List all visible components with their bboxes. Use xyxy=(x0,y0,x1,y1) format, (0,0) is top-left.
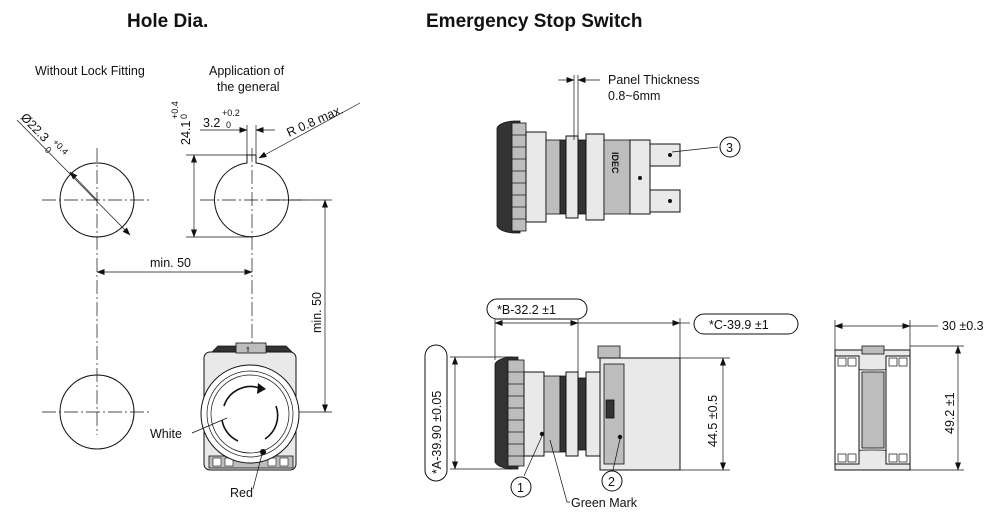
brand-mark: IDEC xyxy=(610,152,620,174)
dim-b-label: *B-32.2 ±1 xyxy=(497,303,556,317)
dim-side-height-label: 49.2 ±1 xyxy=(943,392,957,434)
svg-text:+0.2: +0.2 xyxy=(222,108,240,118)
hole-bottom xyxy=(42,374,150,450)
dim-c xyxy=(578,313,799,358)
dim-b xyxy=(486,298,588,372)
min50-vertical-label: min. 50 xyxy=(310,292,324,333)
svg-text:Ø22.3: Ø22.3 xyxy=(18,110,52,144)
application-label-2: the general xyxy=(217,80,280,94)
switch-front-view: ⇑ xyxy=(200,342,300,471)
green-mark-label: Green Mark xyxy=(571,496,638,510)
hole-dia-title: Hole Dia. xyxy=(127,11,208,32)
height-24-dimension: 24.1 +0.4 0 xyxy=(170,101,193,145)
dim-c-label: *C-39.9 ±1 xyxy=(709,318,769,332)
dim-side-height xyxy=(910,345,964,471)
switch-side-view-top: IDEC xyxy=(496,120,681,234)
panel-thickness-dim xyxy=(558,75,600,140)
dim-a xyxy=(424,344,512,482)
svg-text:0: 0 xyxy=(43,145,54,156)
arrow-mark: ⇑ xyxy=(245,346,251,354)
hole-dia-dimension: Ø22.3 +0.4 0 xyxy=(18,110,71,157)
hole-with-notch xyxy=(186,102,361,435)
svg-text:24.1: 24.1 xyxy=(179,121,193,145)
notch-dimension: 3.2 +0.2 0 xyxy=(203,108,240,130)
switch-side-view-bottom xyxy=(494,345,681,471)
white-label: White xyxy=(150,427,182,441)
svg-text:+0.4: +0.4 xyxy=(51,137,71,157)
hole-without-lock xyxy=(16,119,150,435)
callout-3-leader xyxy=(671,146,719,153)
callout-2-label: 2 xyxy=(608,475,615,489)
svg-text:0: 0 xyxy=(226,120,231,130)
svg-text:+0.4: +0.4 xyxy=(170,101,180,119)
green-mark-leader xyxy=(549,439,570,503)
dim-width xyxy=(834,320,938,350)
svg-text:3.2: 3.2 xyxy=(203,116,220,130)
dim-a-label: *A-39.90 ±0.05 xyxy=(430,391,444,474)
callout-3-circle xyxy=(719,136,741,158)
svg-text:0: 0 xyxy=(179,114,189,119)
panel-thickness-value: 0.8~6mm xyxy=(608,89,660,103)
red-label: Red xyxy=(230,486,253,500)
callout-1-label: 1 xyxy=(517,481,524,495)
dim-width-label: 30 ±0.3 xyxy=(942,319,984,333)
callout-1-circle xyxy=(510,476,532,498)
emergency-stop-title: Emergency Stop Switch xyxy=(426,11,642,32)
callout-2-leader xyxy=(612,438,621,471)
application-label-1: Application of xyxy=(209,64,285,78)
panel-thickness-label: Panel Thickness xyxy=(608,73,700,87)
dim-height-label: 44.5 ±0.5 xyxy=(706,395,720,447)
callout-3-label: 3 xyxy=(726,141,733,155)
white-leader xyxy=(191,417,228,434)
callout-1-leader xyxy=(523,435,543,477)
red-leader xyxy=(252,453,263,490)
switch-rear-view xyxy=(834,345,911,471)
radius-label: R 0.8 max. xyxy=(285,102,346,139)
dim-height xyxy=(680,357,730,471)
min50-horizontal-label: min. 50 xyxy=(150,256,191,270)
callout-2-circle xyxy=(601,470,623,492)
without-lock-label: Without Lock Fitting xyxy=(35,64,145,78)
